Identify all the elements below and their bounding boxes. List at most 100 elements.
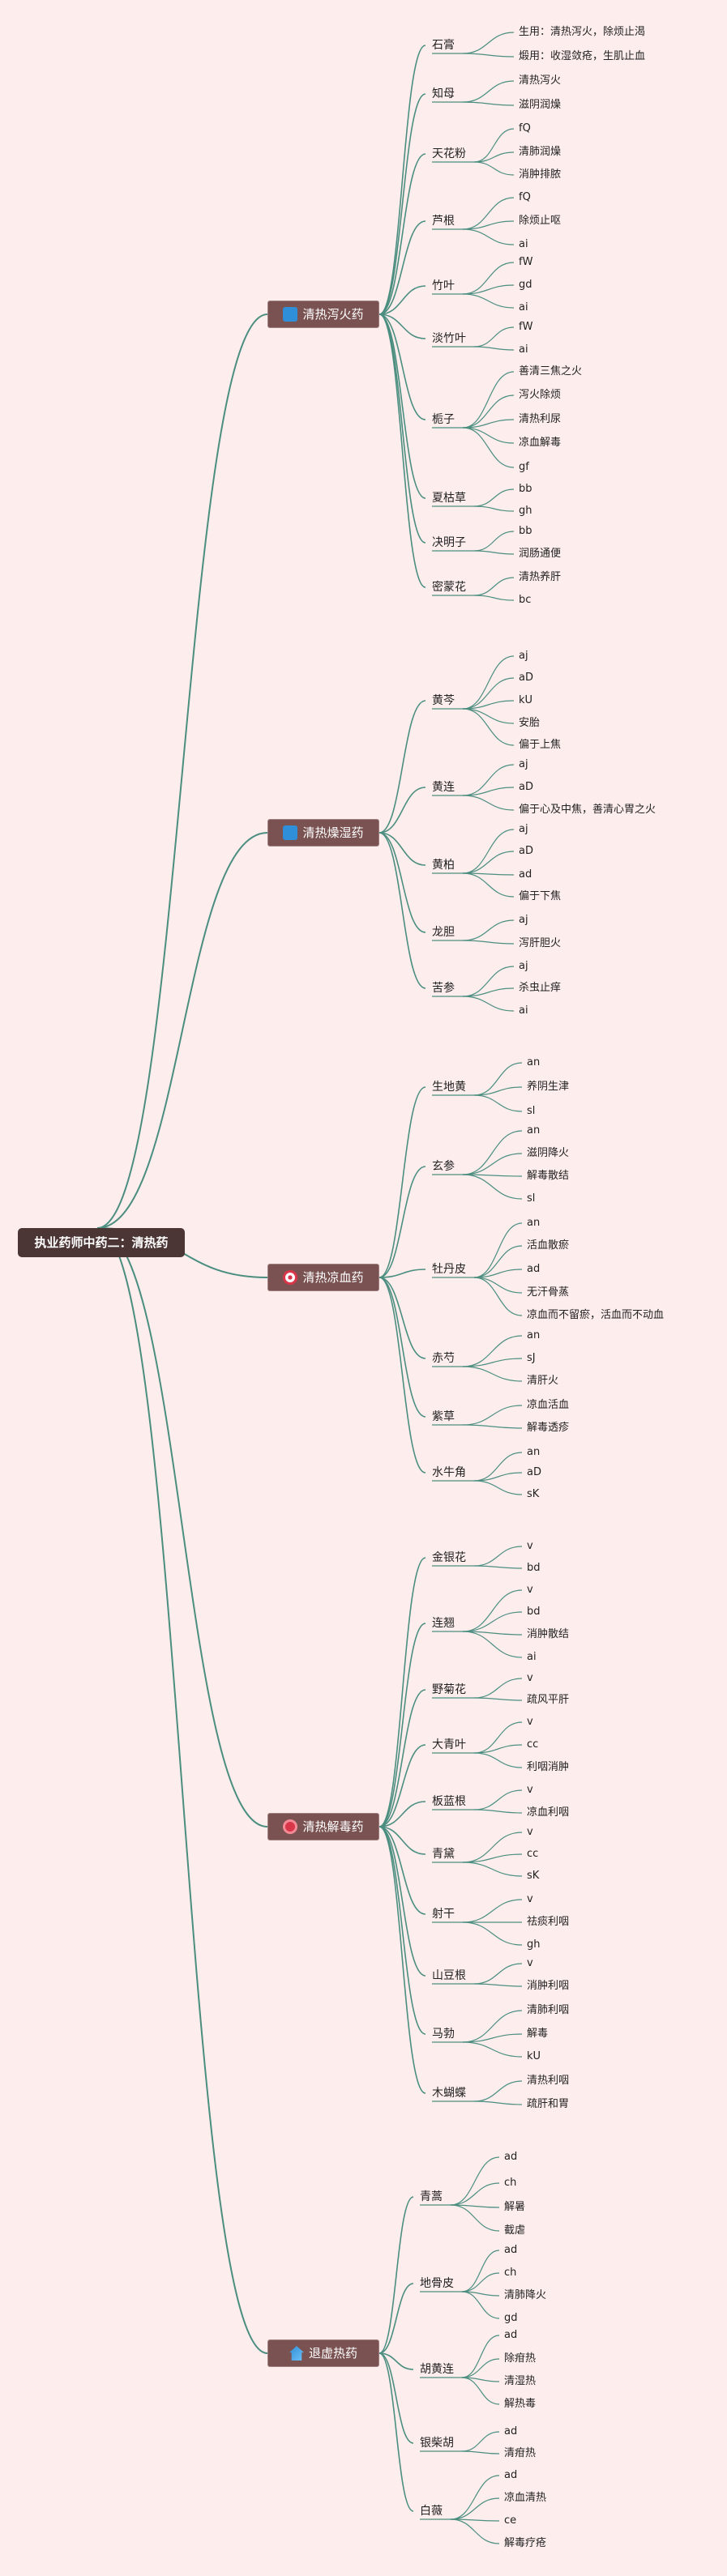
leaf-node[interactable]: 凉血而不留瘀，活血而不动血 — [527, 1309, 665, 1321]
leaf-node[interactable]: 清湿热 — [504, 2375, 537, 2387]
leaf-node[interactable]: 清热利咽 — [527, 2075, 570, 2087]
leaf-node[interactable]: 养阴生津 — [527, 1081, 570, 1093]
herb-node[interactable]: 木蝴蝶 — [432, 2087, 466, 2100]
leaf-node[interactable]: ai — [519, 238, 528, 250]
leaf-node[interactable]: aj — [519, 823, 528, 835]
leaf-node[interactable]: 善清三焦之火 — [519, 365, 583, 377]
herb-node[interactable]: 生地黄 — [432, 1081, 466, 1094]
leaf-node[interactable]: ad — [504, 2151, 518, 2163]
herb-node[interactable]: 板蓝根 — [432, 1795, 466, 1808]
leaf-node[interactable]: 凉血清热 — [504, 2492, 547, 2504]
leaf-node[interactable]: fW — [519, 321, 533, 333]
leaf-node[interactable]: 解暑 — [504, 2201, 526, 2213]
leaf-node[interactable]: an — [527, 1124, 541, 1137]
herb-node[interactable]: 银柴胡 — [420, 2437, 454, 2450]
leaf-node[interactable]: 清肺利咽 — [527, 2004, 570, 2016]
category-node[interactable]: 退虚热药 — [267, 2339, 379, 2367]
herb-node[interactable]: 射干 — [432, 1908, 455, 1921]
leaf-node[interactable]: 消肿利咽 — [527, 1980, 570, 1992]
leaf-node[interactable]: 解热毒 — [504, 2398, 537, 2410]
leaf-node[interactable]: aD — [519, 672, 533, 684]
leaf-node[interactable]: 活血散瘀 — [527, 1239, 570, 1252]
leaf-node[interactable]: 泻火除烦 — [519, 389, 562, 401]
leaf-node[interactable]: ce — [504, 2514, 517, 2527]
herb-node[interactable]: 淡竹叶 — [432, 332, 466, 345]
herb-node[interactable]: 金银花 — [432, 1551, 466, 1564]
leaf-node[interactable]: 除烦止呕 — [519, 215, 562, 227]
leaf-node[interactable]: an — [527, 1329, 541, 1341]
leaf-node[interactable]: bb — [519, 483, 532, 495]
leaf-node[interactable]: 清肺降火 — [504, 2289, 547, 2301]
herb-node[interactable]: 紫草 — [432, 1410, 455, 1423]
leaf-node[interactable]: aj — [519, 758, 528, 770]
leaf-node[interactable]: cc — [527, 1848, 539, 1860]
leaf-node[interactable]: an — [527, 1056, 541, 1068]
leaf-node[interactable]: 煅用：收湿敛疮，生肌止血 — [519, 50, 646, 62]
leaf-node[interactable]: ai — [519, 301, 528, 313]
leaf-node[interactable]: gh — [519, 505, 532, 517]
leaf-node[interactable]: ad — [504, 2329, 518, 2341]
herb-node[interactable]: 大青叶 — [432, 1738, 466, 1751]
herb-node[interactable]: 决明子 — [432, 536, 466, 549]
leaf-node[interactable]: aj — [519, 914, 528, 926]
leaf-node[interactable]: 截虐 — [504, 2224, 526, 2237]
leaf-node[interactable]: fQ — [519, 122, 531, 134]
leaf-node[interactable]: 生用：清热泻火，除烦止渴 — [519, 26, 646, 38]
leaf-node[interactable]: 除疳热 — [504, 2352, 537, 2365]
herb-node[interactable]: 白薇 — [420, 2505, 443, 2518]
category-node[interactable]: 清热解毒药 — [267, 1813, 379, 1840]
leaf-node[interactable]: v — [527, 1672, 533, 1684]
leaf-node[interactable]: 解毒疗疮 — [504, 2537, 547, 2549]
leaf-node[interactable]: gd — [519, 279, 532, 291]
herb-node[interactable]: 玄参 — [432, 1160, 455, 1173]
leaf-node[interactable]: 偏于上焦 — [519, 739, 562, 751]
herb-node[interactable]: 苦参 — [432, 982, 455, 995]
herb-node[interactable]: 龙胆 — [432, 926, 455, 939]
leaf-node[interactable]: v — [527, 1893, 533, 1905]
leaf-node[interactable]: aj — [519, 960, 528, 972]
leaf-node[interactable]: ai — [527, 1651, 537, 1663]
leaf-node[interactable]: 凉血利咽 — [527, 1806, 570, 1819]
leaf-node[interactable]: bb — [519, 525, 532, 537]
leaf-node[interactable]: fW — [519, 256, 533, 268]
category-node[interactable]: 清热泻火药 — [267, 301, 379, 328]
herb-node[interactable]: 青黛 — [432, 1848, 455, 1861]
herb-node[interactable]: 密蒙花 — [432, 581, 466, 594]
leaf-node[interactable]: 偏于心及中焦，善清心胃之火 — [519, 804, 656, 816]
leaf-node[interactable]: aj — [519, 650, 528, 662]
leaf-node[interactable]: sl — [527, 1192, 536, 1205]
leaf-node[interactable]: 清热养肝 — [519, 571, 562, 583]
herb-node[interactable]: 夏枯草 — [432, 492, 466, 505]
herb-node[interactable]: 栀子 — [432, 413, 455, 426]
leaf-node[interactable]: 凉血活血 — [527, 1399, 570, 1411]
leaf-node[interactable]: 润肠通便 — [519, 548, 562, 560]
herb-node[interactable]: 赤芍 — [432, 1352, 455, 1365]
leaf-node[interactable]: 滋阴润燥 — [519, 99, 562, 111]
leaf-node[interactable]: bd — [527, 1562, 541, 1574]
herb-node[interactable]: 芦根 — [432, 215, 455, 228]
leaf-node[interactable]: sl — [527, 1105, 536, 1117]
leaf-node[interactable]: ch — [504, 2177, 517, 2189]
leaf-node[interactable]: 消肿散结 — [527, 1628, 570, 1640]
leaf-node[interactable]: 偏于下焦 — [519, 890, 562, 902]
herb-node[interactable]: 野菊花 — [432, 1683, 466, 1696]
leaf-node[interactable]: 利咽消肿 — [527, 1761, 570, 1773]
herb-node[interactable]: 知母 — [432, 87, 455, 100]
leaf-node[interactable]: 解毒透疹 — [527, 1422, 570, 1434]
herb-node[interactable]: 天花粉 — [432, 147, 466, 160]
herb-node[interactable]: 黄柏 — [432, 859, 455, 872]
leaf-node[interactable]: v — [527, 1540, 533, 1552]
leaf-node[interactable]: kU — [519, 694, 533, 706]
leaf-node[interactable]: ch — [504, 2267, 517, 2279]
category-node[interactable]: 清热燥湿药 — [267, 819, 379, 847]
leaf-node[interactable]: sK — [527, 1488, 540, 1500]
leaf-node[interactable]: 清肝火 — [527, 1375, 559, 1387]
herb-node[interactable]: 石膏 — [432, 39, 455, 52]
leaf-node[interactable]: bc — [519, 594, 532, 606]
leaf-node[interactable]: ai — [519, 343, 528, 356]
leaf-node[interactable]: ai — [519, 1004, 528, 1017]
category-node[interactable]: 清热凉血药 — [267, 1264, 379, 1291]
leaf-node[interactable]: 祛痰利咽 — [527, 1916, 570, 1928]
leaf-node[interactable]: ad — [504, 2469, 518, 2481]
herb-node[interactable]: 地骨皮 — [420, 2277, 454, 2290]
